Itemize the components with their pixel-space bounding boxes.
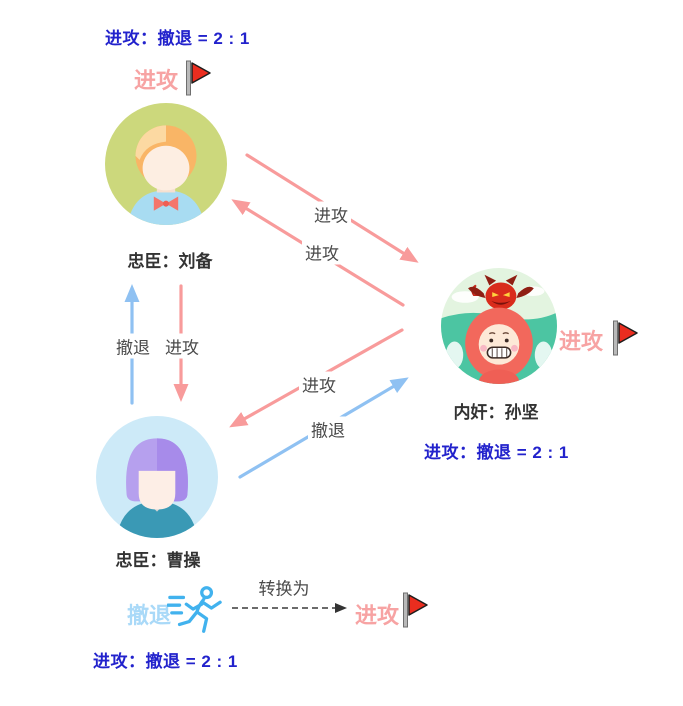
devil-icon [468, 274, 534, 310]
sunjian-avatar [441, 268, 557, 384]
top-attack-label: 进攻 [134, 68, 179, 93]
edge-label-liubei-to-caocao: 进攻 [162, 333, 202, 359]
liubei-name-label: 忠臣：刘备 [127, 252, 213, 271]
edge-label-caocao-to-liubei: 撤退 [113, 333, 153, 359]
top-attack-flag-icon [186, 60, 211, 96]
caocao-name-label: 忠臣：曹操 [115, 551, 201, 570]
edge-label-liubei-to-sunjian: 进攻 [311, 201, 351, 227]
legend-attack-label: 进攻 [355, 603, 400, 628]
edge-label-sunjian-to-liubei: 进攻 [302, 239, 342, 265]
bottom-ratio-text: 进攻：撤退 = 2 : 1 [93, 652, 238, 671]
sunjian-ratio-text: 进攻：撤退 = 2 : 1 [424, 443, 569, 462]
runner-icon [167, 586, 222, 633]
sunjian-attack-label: 进攻 [559, 329, 604, 354]
sunjian-name-label: 内奸：孙坚 [453, 403, 539, 422]
caocao-avatar [96, 416, 218, 538]
top-ratio-text: 进攻：撤退 = 2 : 1 [105, 29, 250, 48]
edge-label-caocao-to-sunjian: 撤退 [308, 416, 348, 442]
liubei-avatar [105, 103, 227, 225]
legend-attack-flag-icon [403, 592, 428, 628]
legend-converts-label: 转换为 [258, 579, 310, 599]
legend-retreat-label: 撤退 [127, 603, 172, 628]
sunjian-attack-flag-icon [613, 320, 638, 356]
edge-label-sunjian-to-caocao: 进攻 [299, 371, 339, 397]
